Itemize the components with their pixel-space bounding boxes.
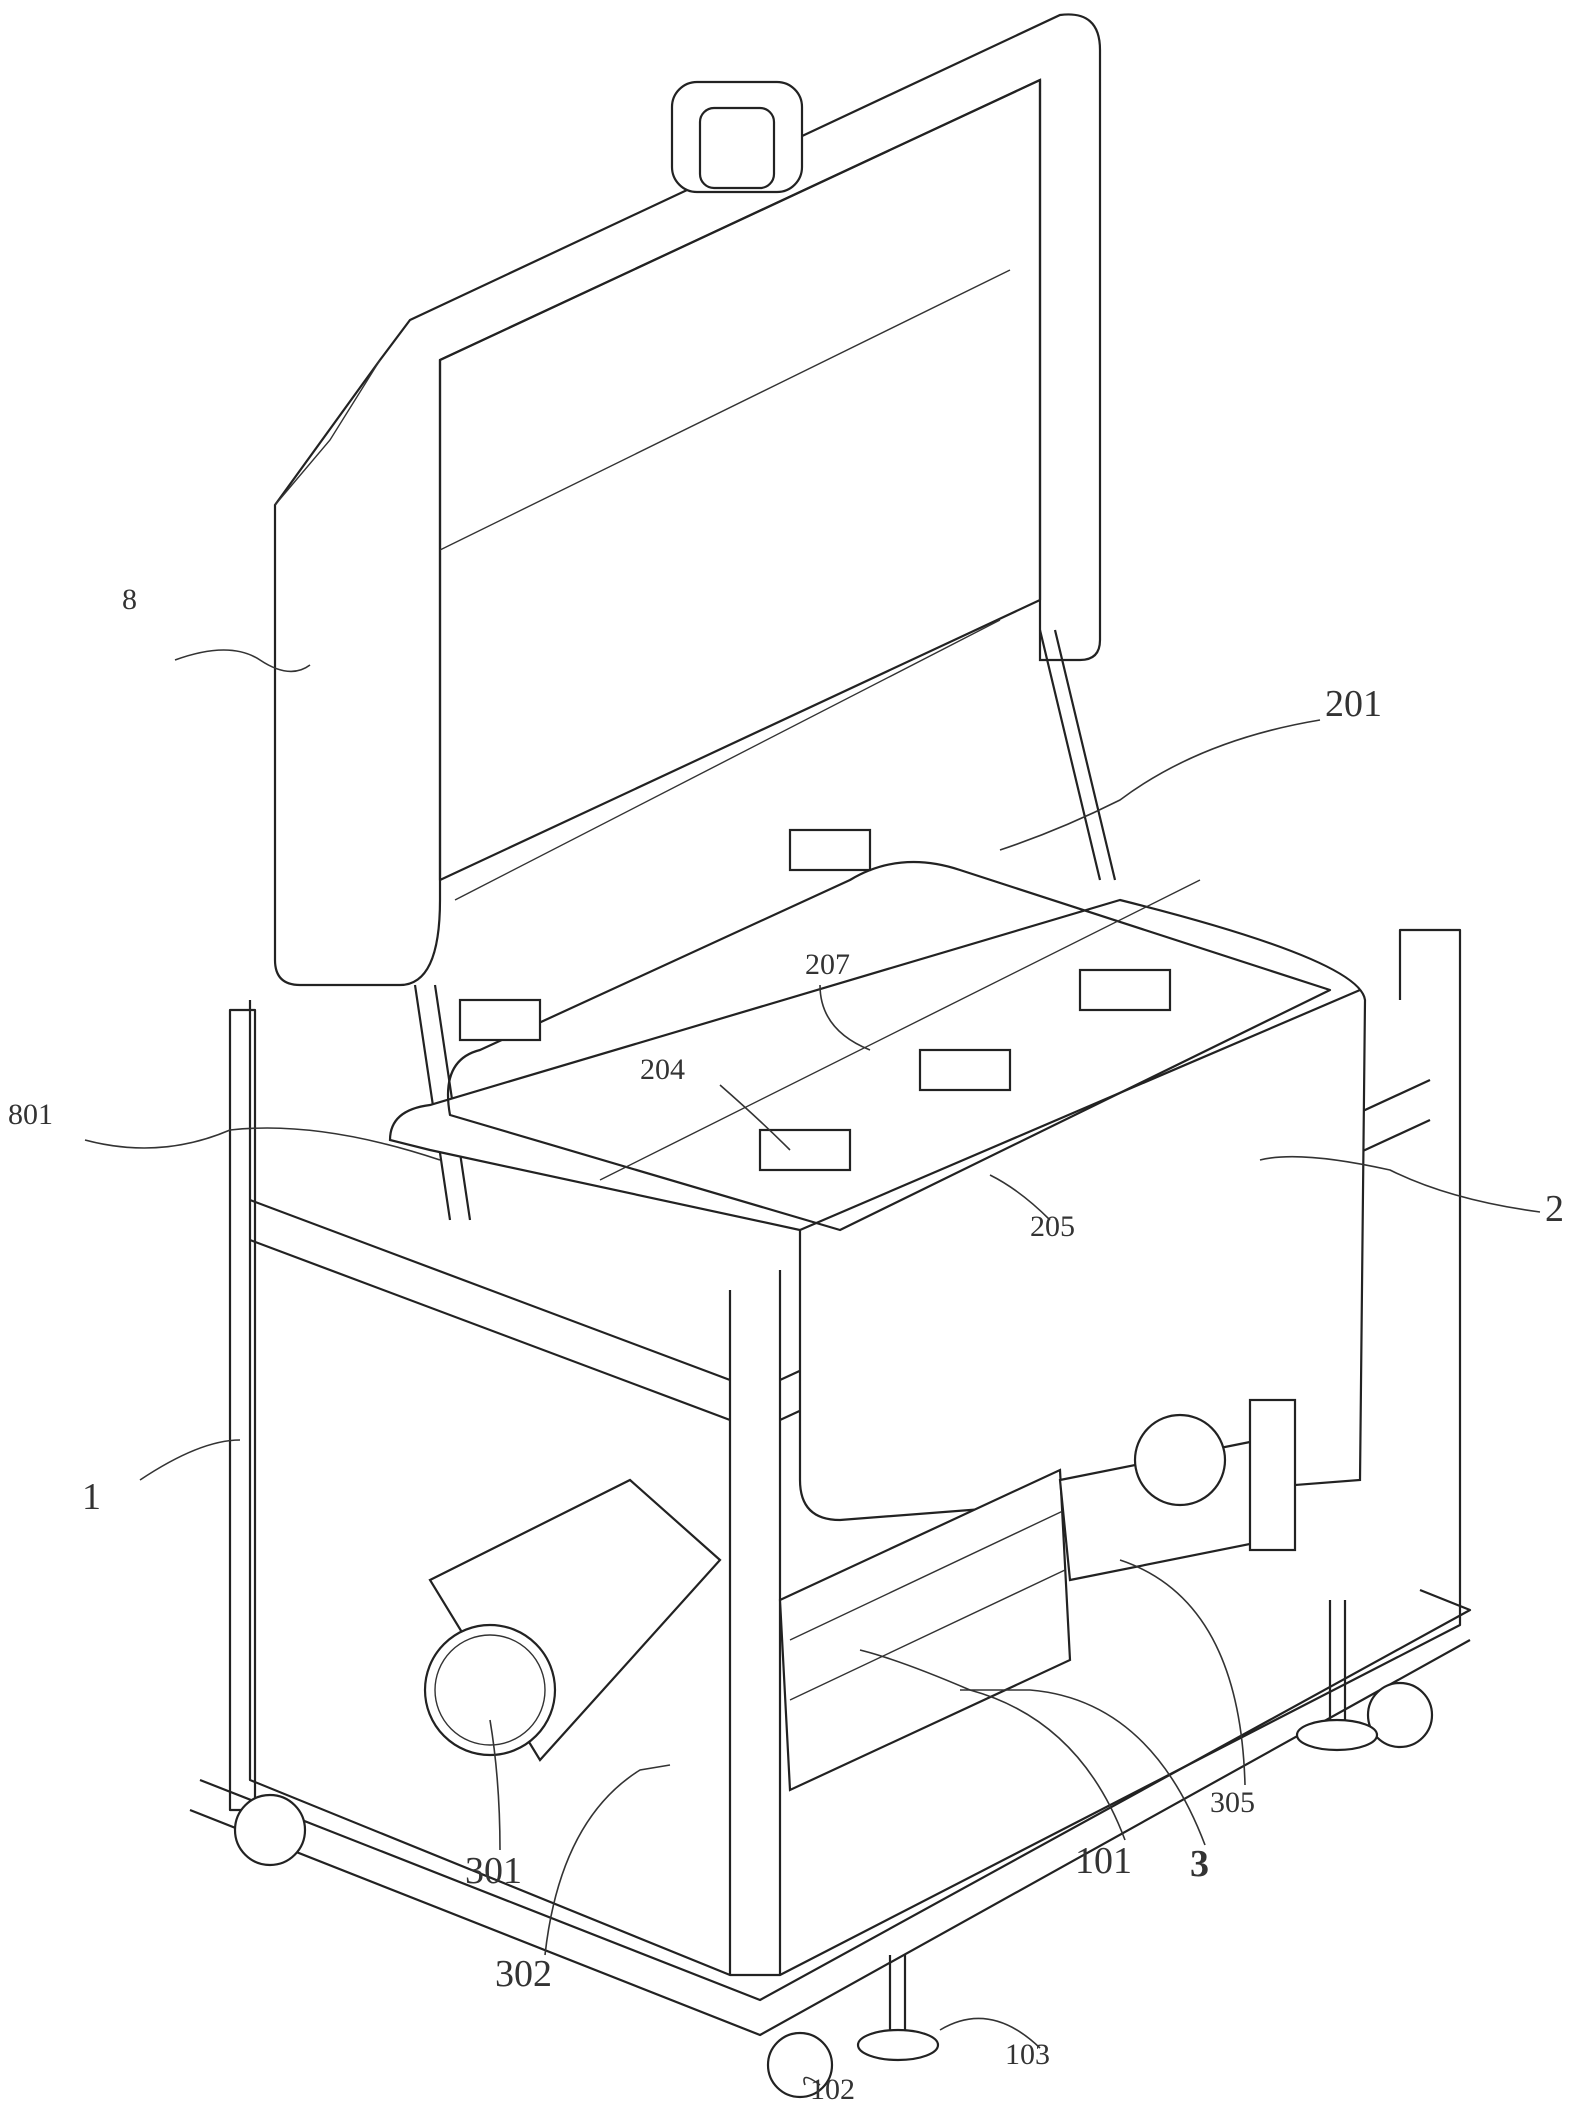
- cover-panel: [275, 14, 1100, 985]
- label-205: 205: [1030, 1212, 1075, 1242]
- label-3: 3: [1190, 1845, 1209, 1883]
- label-101: 101: [1075, 1842, 1132, 1880]
- label-204: 204: [640, 1055, 685, 1085]
- label-1: 1: [82, 1478, 101, 1516]
- label-302: 302: [495, 1955, 552, 1993]
- label-103: 103: [1005, 2040, 1050, 2070]
- cylinder: [425, 1480, 720, 1760]
- label-8: 8: [122, 585, 137, 615]
- gas-spring-right: [1040, 630, 1115, 880]
- tank: [390, 830, 1365, 1520]
- label-2: 2: [1545, 1190, 1564, 1228]
- label-305: 305: [1210, 1788, 1255, 1818]
- label-801: 801: [8, 1100, 53, 1130]
- label-201: 201: [1325, 685, 1382, 723]
- label-301: 301: [465, 1852, 522, 1890]
- label-207: 207: [805, 950, 850, 980]
- label-102: 102: [810, 2075, 855, 2105]
